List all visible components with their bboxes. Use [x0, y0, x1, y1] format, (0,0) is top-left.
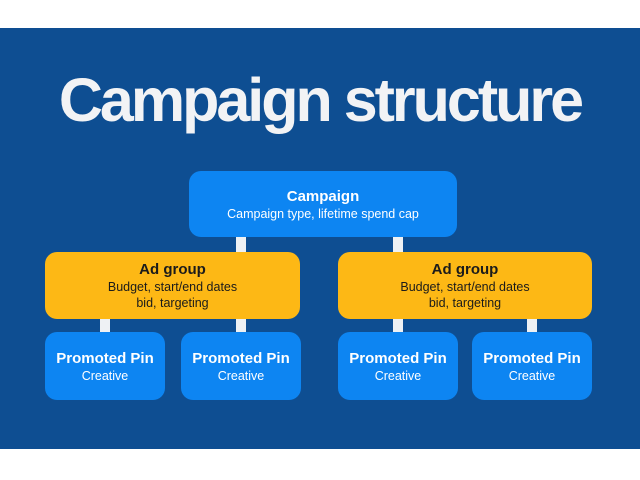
promoted-pin-node: Promoted Pin Creative: [181, 332, 301, 400]
promoted-pin-node-subtitle: Creative: [508, 368, 556, 383]
promoted-pin-node: Promoted Pin Creative: [472, 332, 592, 400]
page-title: Campaign structure: [58, 66, 584, 134]
promoted-pin-node: Promoted Pin Creative: [338, 332, 458, 400]
promoted-pin-node-title: Promoted Pin: [483, 349, 581, 367]
promoted-pin-node-subtitle: Creative: [81, 368, 129, 383]
connector-campaign-adgroup-1: [236, 230, 246, 256]
ad-group-node-title: Ad group: [431, 261, 499, 278]
ad-group-node-line2: bid, targeting: [136, 296, 209, 310]
ad-group-node-line1: Budget, start/end dates: [400, 280, 530, 294]
campaign-node-title: Campaign: [286, 187, 360, 205]
connector-adgroup1-pin2: [236, 312, 246, 336]
ad-group-node: Ad group Budget, start/end dates bid, ta…: [45, 252, 300, 319]
ad-group-node-line2: bid, targeting: [428, 296, 502, 310]
promoted-pin-node: Promoted Pin Creative: [45, 332, 165, 400]
ad-group-node-line1: Budget, start/end dates: [107, 280, 238, 294]
ad-group-node-title: Ad group: [139, 261, 206, 278]
ad-group-node: Ad group Budget, start/end dates bid, ta…: [338, 252, 592, 319]
promoted-pin-node-title: Promoted Pin: [192, 349, 290, 367]
connector-adgroup2-pin4: [527, 312, 537, 336]
connector-adgroup1-pin1: [100, 312, 110, 336]
connector-campaign-adgroup-2: [393, 230, 403, 256]
campaign-node: Campaign Campaign type, lifetime spend c…: [189, 171, 457, 237]
bottom-letterbox-bar: [0, 449, 640, 480]
connector-adgroup2-pin3: [393, 312, 403, 336]
promoted-pin-node-title: Promoted Pin: [56, 349, 154, 367]
promoted-pin-node-subtitle: Creative: [374, 368, 422, 383]
promoted-pin-node-title: Promoted Pin: [349, 349, 447, 367]
promoted-pin-node-subtitle: Creative: [217, 368, 265, 383]
top-letterbox-bar: [0, 0, 640, 28]
campaign-node-subtitle: Campaign type, lifetime spend cap: [227, 206, 419, 221]
